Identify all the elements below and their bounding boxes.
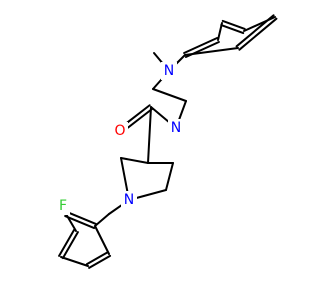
bond-c23-c24-b [85, 251, 109, 266]
atom-nitrogen-amide: N [168, 119, 184, 137]
svg-text:F: F [59, 198, 67, 214]
bond-c22-c23 [60, 256, 89, 267]
bond-c20-c22-b [61, 231, 79, 260]
atom-oxygen-carbonyl: O [112, 122, 128, 140]
bond-c23-c24-a [88, 254, 112, 269]
bond-c2-c13 [147, 106, 152, 164]
bond-c12-c8-b [238, 17, 278, 51]
svg-text:N: N [124, 192, 134, 208]
bond-c15-c13 [120, 157, 149, 164]
svg-text:O: O [114, 123, 125, 139]
atom-nitrogen-anilino: N [161, 62, 177, 80]
svg-text:N: N [171, 120, 181, 136]
bond-c19-c21-a [65, 210, 97, 225]
bond-c12-c8-a [235, 14, 275, 48]
bond-c18-c19 [94, 213, 110, 227]
atom-nitrogen-piperidine: N [121, 191, 137, 209]
bond-c8-c6 [184, 47, 239, 56]
bond-c14-c16 [165, 162, 174, 191]
bond-c3-c4 [152, 88, 187, 102]
atom-label-layer: O N N N F [56, 62, 184, 215]
bond-c9-c10-b [221, 19, 246, 30]
bond-layer [58, 14, 278, 269]
bond-c21-c20 [65, 213, 77, 232]
svg-text:N: N [164, 63, 174, 79]
bond-c24-c19 [94, 225, 110, 255]
molecule-structure-diagram: O N N N F [56, 14, 278, 269]
bond-c6-c7-b [183, 36, 219, 54]
bond-c9-c10-a [220, 24, 245, 35]
bond-c20-c22-a [58, 228, 76, 257]
atom-fluorine: F [56, 197, 70, 215]
bond-c19-c21-b [64, 215, 96, 230]
